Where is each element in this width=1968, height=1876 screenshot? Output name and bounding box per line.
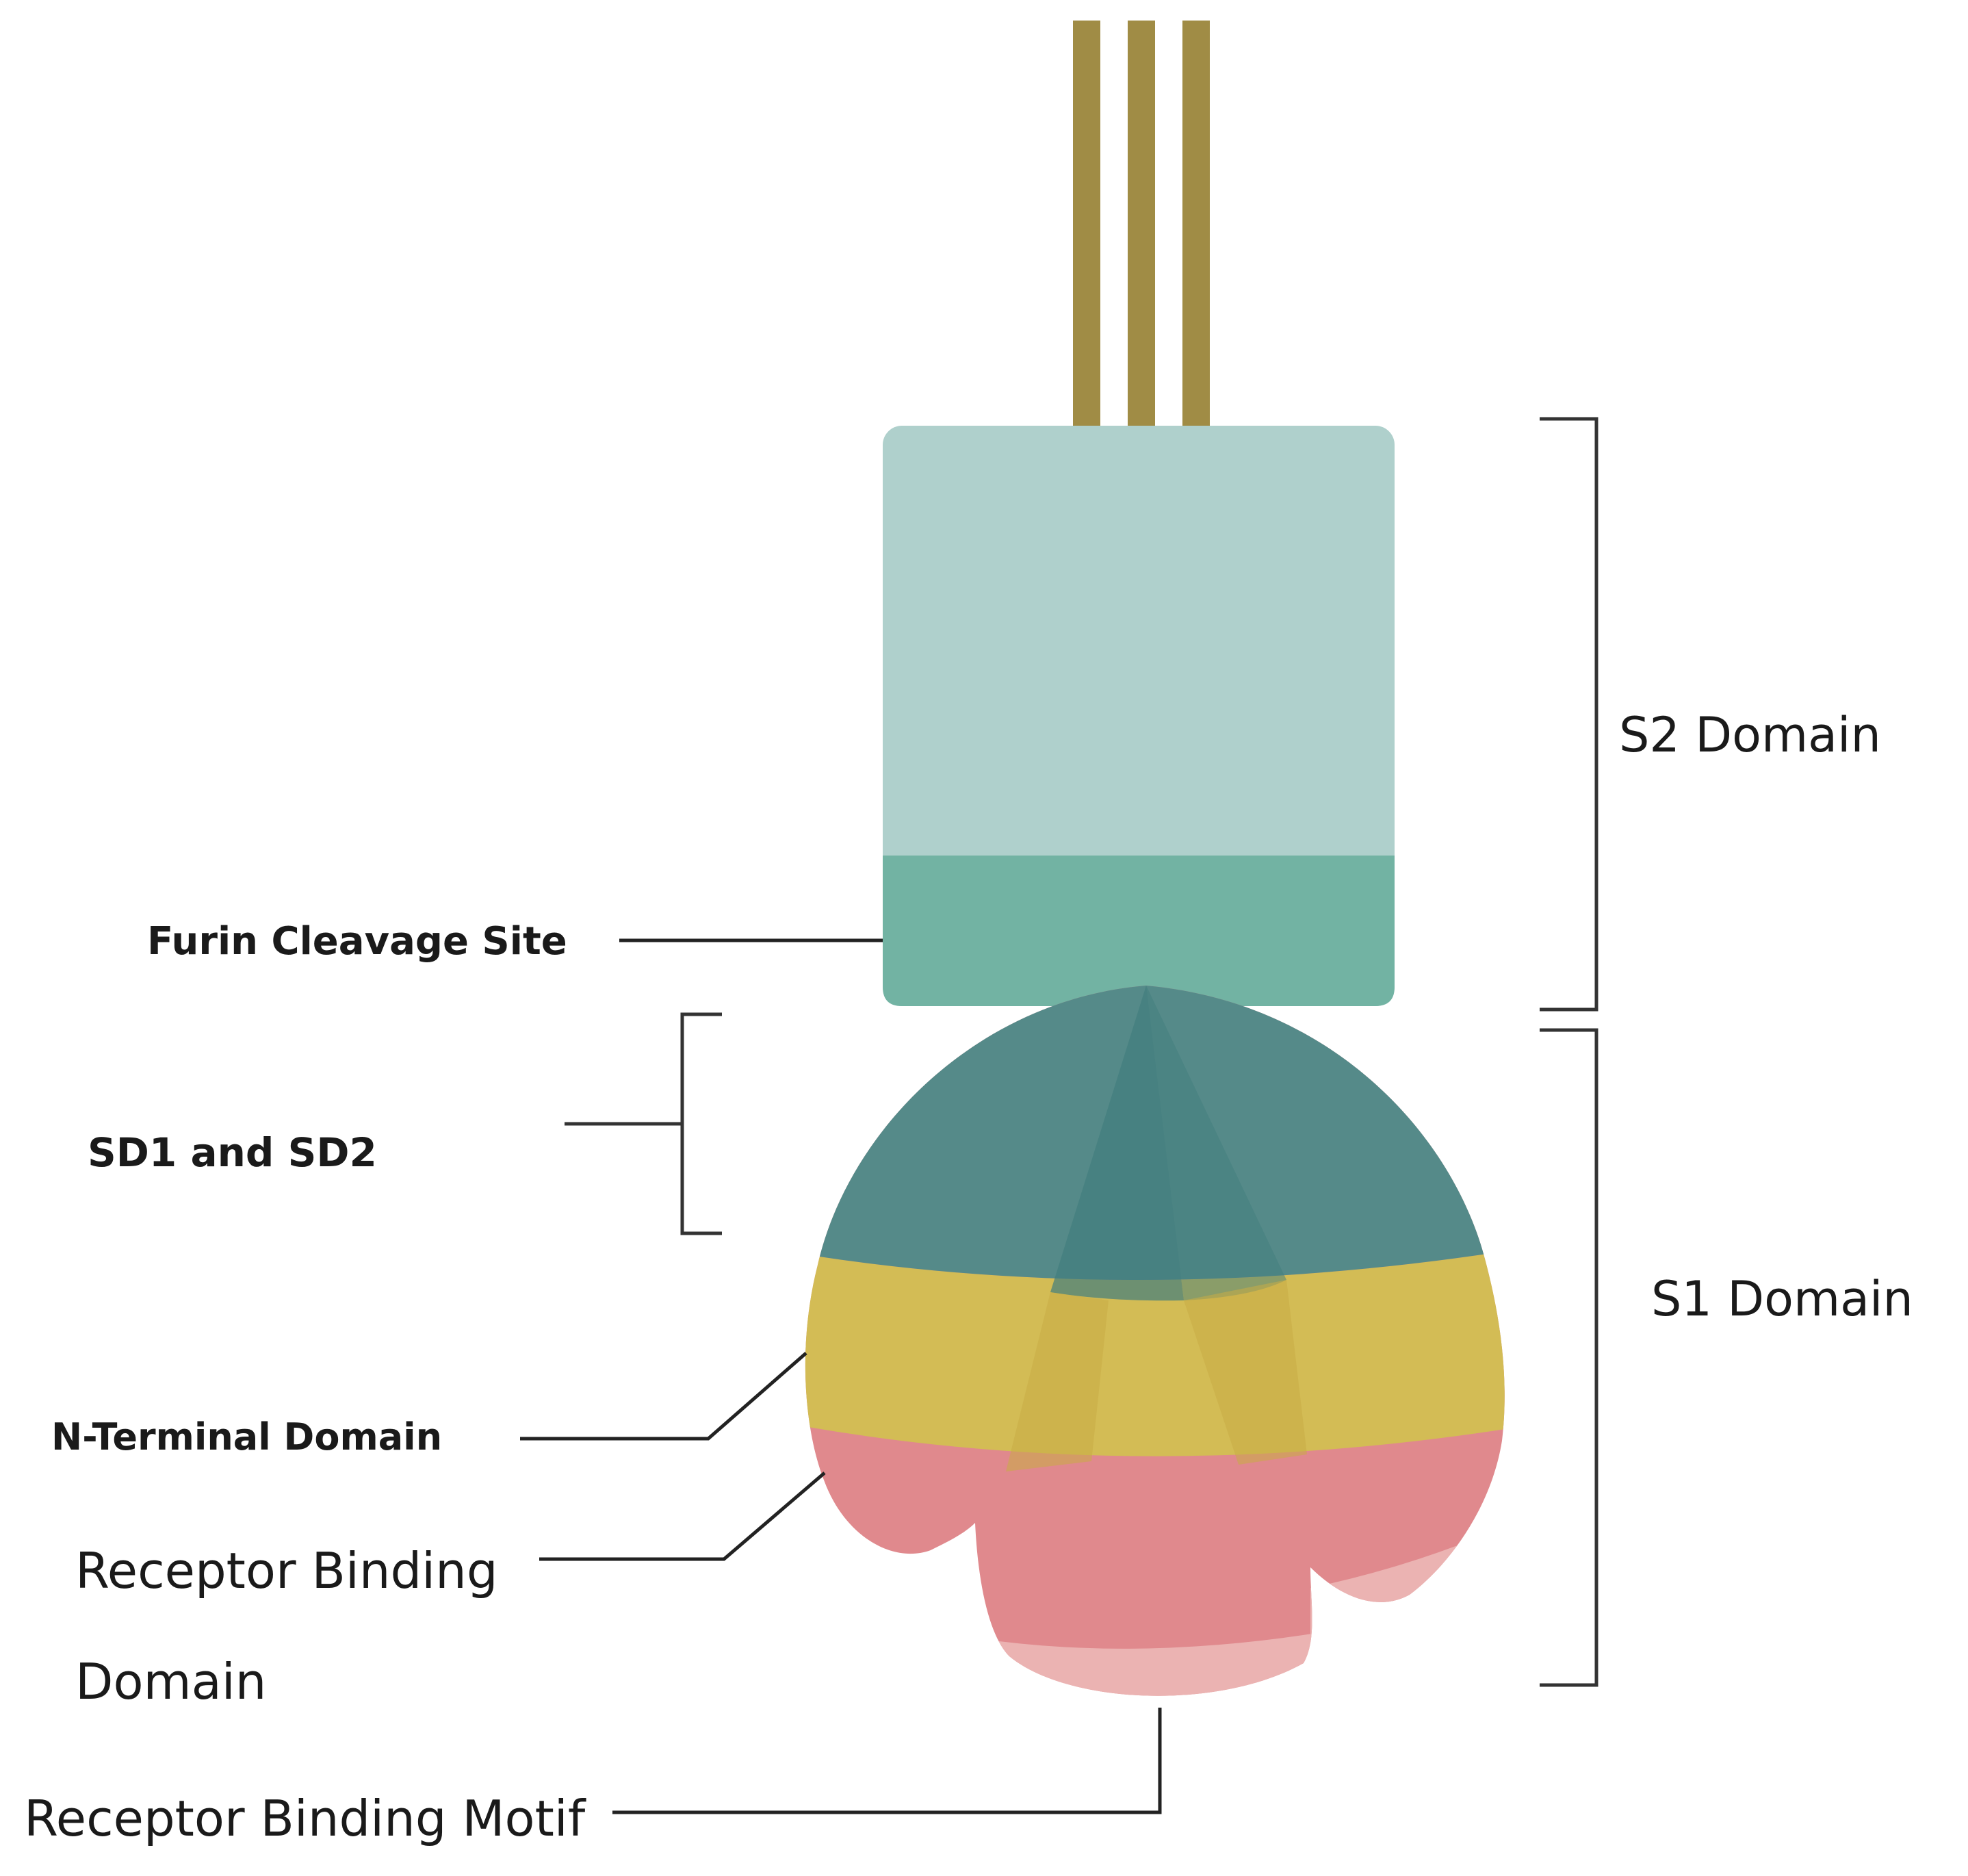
furin-band: [883, 856, 1395, 1006]
s2-domain-label: S2 Domain: [1619, 707, 1881, 763]
n-terminal-domain-label: N-Terminal Domain: [51, 1415, 442, 1459]
ntd-overlap-right: [1184, 1280, 1307, 1465]
receptor-binding-domain-label-line2: Domain: [75, 1653, 266, 1710]
rbm-tip: [999, 1632, 1321, 1696]
ntd-band: [805, 1246, 1505, 1456]
ntd-overlap-left: [1006, 1292, 1109, 1472]
sd-cap-overlap: [1050, 986, 1184, 1301]
s2-bracket: [1540, 417, 1598, 1012]
sd-cap-overlap-right: [1146, 986, 1286, 1300]
stalk: [1073, 21, 1210, 426]
sd-bracket: [565, 1012, 722, 1235]
s1-bracket: [1540, 1028, 1598, 1687]
sd1-sd2-label: SD1 and SD2: [88, 1129, 377, 1176]
rbm-leader: [612, 1708, 1162, 1814]
stalk-strand-2: [1128, 21, 1155, 426]
receptor-binding-motif-label: Receptor Binding Motif: [24, 1790, 586, 1847]
leader-lines: [520, 938, 1162, 1814]
s2-body: [883, 426, 1395, 1006]
rbd-leader: [539, 1472, 826, 1561]
ntd-leader: [520, 1352, 807, 1441]
stalk-strand-3: [1182, 21, 1210, 426]
furin-cleavage-site-label: Furin Cleavage Site: [147, 919, 567, 964]
s1-head: [805, 986, 1505, 1696]
s1-domain-label: S1 Domain: [1651, 1271, 1913, 1327]
stalk-strand-1: [1073, 21, 1100, 426]
receptor-binding-domain-label-line1: Receptor Binding: [75, 1542, 498, 1599]
